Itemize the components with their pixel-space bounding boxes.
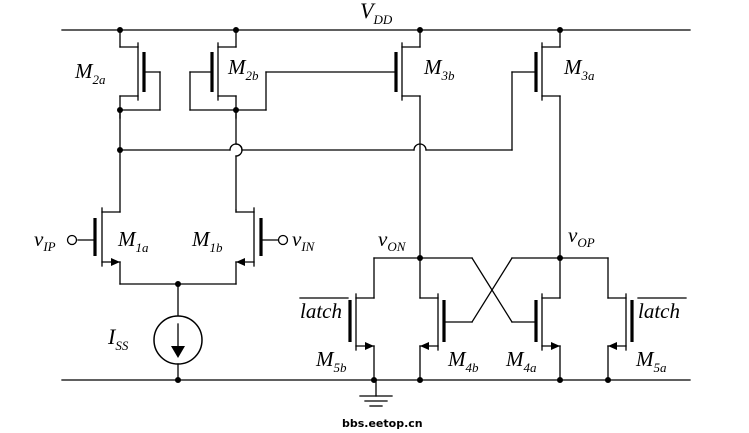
vip-label: vIP bbox=[34, 227, 56, 254]
m1a-label: M1a bbox=[117, 227, 149, 255]
transistor-m2a bbox=[119, 29, 161, 119]
vip-terminal bbox=[66, 234, 78, 246]
m5b-label: M5b bbox=[315, 347, 347, 375]
vin-terminal bbox=[277, 234, 289, 246]
transistor-m1b bbox=[235, 207, 279, 285]
iss-label: ISS bbox=[107, 324, 129, 353]
m2a-label: M2a bbox=[74, 59, 106, 87]
transistor-m1a bbox=[77, 149, 121, 285]
transistor-m4b bbox=[419, 257, 446, 381]
latch-left-label: latch bbox=[300, 299, 342, 323]
watermark: bbs.eetop.cn bbox=[342, 417, 423, 430]
transistor-m3a bbox=[511, 29, 561, 151]
m3b-label: M3b bbox=[423, 55, 455, 83]
m4b-label: M4b bbox=[447, 347, 479, 375]
m3a-label: M3a bbox=[563, 55, 595, 83]
vop-label: vOP bbox=[568, 223, 595, 250]
m4a-label: M4a bbox=[505, 347, 537, 375]
transistor-m5a bbox=[607, 257, 634, 381]
vdd-label: VDD bbox=[360, 0, 393, 27]
transistor-m3b bbox=[394, 29, 421, 101]
von-label: vON bbox=[378, 227, 407, 254]
vin-label: vIN bbox=[292, 227, 316, 254]
latch-right-label: latch bbox=[638, 299, 680, 323]
m2b-label: M2b bbox=[227, 55, 259, 83]
current-source-icon bbox=[153, 315, 203, 365]
ground-icon bbox=[359, 379, 393, 407]
m5a-label: M5a bbox=[635, 347, 667, 375]
transistor-m4a bbox=[534, 257, 561, 381]
transistor-m2b bbox=[189, 29, 237, 119]
junction-dots bbox=[117, 27, 611, 383]
m1b-label: M1b bbox=[191, 227, 223, 255]
transistor-m5b bbox=[348, 257, 375, 381]
